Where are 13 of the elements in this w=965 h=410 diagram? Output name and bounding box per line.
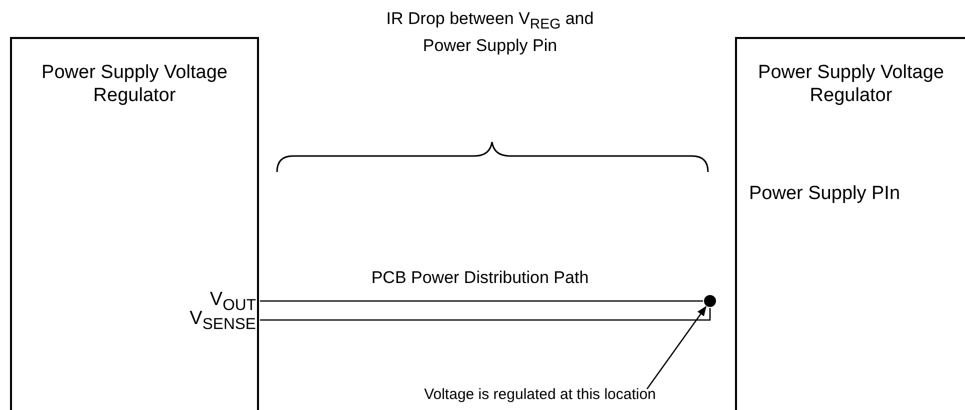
edge-label: PCB Power Distribution Path — [370, 267, 590, 289]
leader-arrow — [646, 306, 706, 390]
pin-label: V$_{OUT}$ — [208, 289, 256, 316]
wire-line — [260, 308, 711, 321]
bracket-label: IR Drop between V$_{REG}$ and Power Supply Pin — [385, 8, 595, 56]
box-title: Power Supply Voltage Regulator — [757, 61, 945, 107]
pin-label: Power Supply PIn — [749, 182, 902, 205]
note-text: Voltage is regulated at this location — [390, 386, 690, 404]
device-box — [735, 37, 965, 410]
junction-dot — [704, 295, 716, 307]
wire-line — [260, 300, 703, 302]
box-title: Power Supply Voltage Regulator — [40, 61, 228, 107]
regulator-box — [10, 37, 259, 410]
